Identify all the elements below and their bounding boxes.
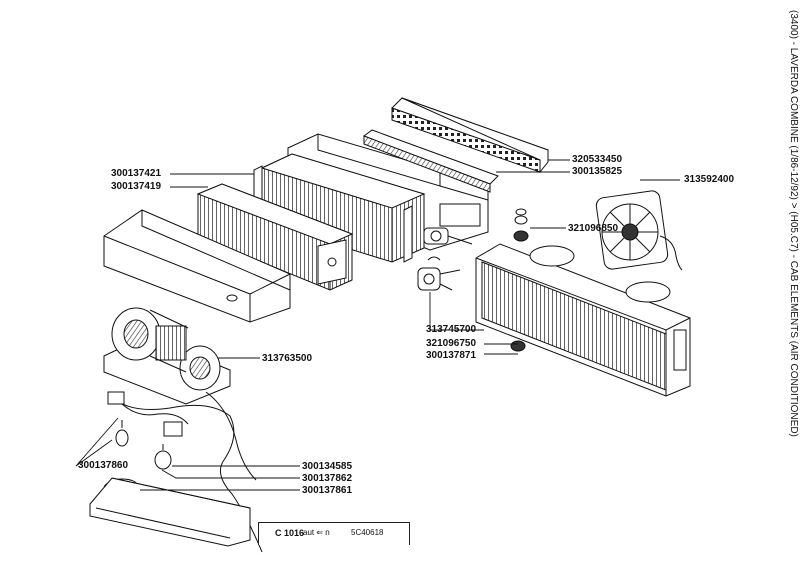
front-cover [103,209,291,323]
document-title: (3400) - LAVERDA COMBINE (1/86-12/92) > … [788,10,799,437]
condenser [475,243,691,397]
part-label-313745700: 313745700 [426,324,476,335]
grommet-upper [513,208,529,242]
grommet-lower [510,340,526,352]
part-label-320533450: 320533450 [572,154,622,165]
control-panel [89,477,251,547]
wiring-harness [107,391,263,553]
condenser-fan [595,190,683,271]
relay-switch [154,444,172,470]
figure-code: C 1016 [275,528,305,538]
part-label-300137862: 300137862 [302,473,352,484]
part-label-300137861: 300137861 [302,485,352,496]
pressure-switch [417,256,461,291]
part-label-300137871: 300137871 [426,350,476,361]
expansion-valve [423,227,473,245]
blower-assembly [103,307,231,405]
part-label-321096850: 321096850 [568,223,618,234]
figure-serial: 5C40618 [351,528,384,537]
part-label-321096750: 321096750 [426,338,476,349]
figure-note: aut ⇐ n [303,528,330,537]
filter-frame [391,97,549,174]
part-label-300135825: 300135825 [572,166,622,177]
part-label-313763500: 313763500 [262,353,312,364]
filter-element [362,129,499,193]
part-label-300137419: 300137419 [111,181,161,192]
figure-reference-box: C 1016 aut ⇐ n 5C40618 [258,522,410,545]
part-label-300134585: 300134585 [302,461,352,472]
leader-lines [75,159,680,491]
part-label-300137421: 300137421 [111,168,161,179]
part-label-313592400: 313592400 [684,174,734,185]
thermostat-switch [115,420,129,447]
heater-core [196,183,354,291]
part-label-300137860: 300137860 [78,460,128,471]
